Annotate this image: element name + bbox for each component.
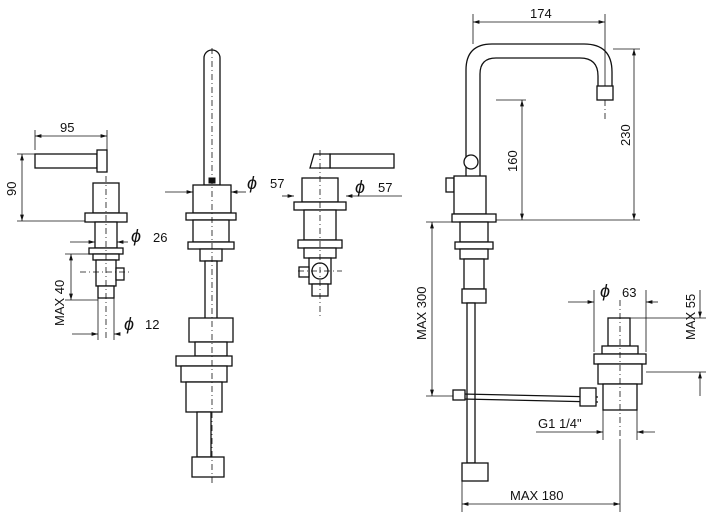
side-assembly-view	[445, 43, 647, 482]
spout-dimensions: ϕ 57	[165, 173, 284, 194]
diameter-symbol: ϕ	[600, 281, 610, 301]
dim-95: 95	[60, 120, 74, 135]
dim-max-300: MAX 300	[414, 287, 429, 340]
dim-57-handle: 57	[378, 180, 392, 195]
dim-g1-thread: G1 1/4"	[538, 416, 582, 431]
right-valve-front-view	[293, 150, 395, 318]
side-assembly-dimensions: 174 160 230 MAX 300 ϕ 63 MAX 55 G1 1/4" …	[414, 6, 706, 512]
right-valve-dimensions: ϕ 57	[282, 177, 402, 198]
dim-90: 90	[4, 182, 19, 196]
dim-63: 63	[622, 285, 636, 300]
dim-57-spout: 57	[270, 176, 284, 191]
left-valve-side-view	[34, 149, 132, 340]
dim-max-180: MAX 180	[510, 488, 563, 503]
dim-230: 230	[618, 124, 633, 146]
dim-max-55: MAX 55	[683, 294, 698, 340]
dim-174: 174	[530, 6, 552, 21]
diameter-symbol: ϕ	[355, 177, 365, 197]
dim-max-40: MAX 40	[52, 280, 67, 326]
diameter-symbol: ϕ	[247, 173, 257, 193]
dim-12: 12	[145, 317, 159, 332]
diameter-symbol: ϕ	[131, 226, 141, 246]
left-valve-dimensions: 95 90 ϕ 26 MAX 40 ϕ 12	[4, 120, 167, 340]
diameter-symbol: ϕ	[124, 314, 134, 334]
dim-26: 26	[153, 230, 167, 245]
spout-front-view	[175, 48, 237, 485]
dim-160: 160	[505, 150, 520, 172]
